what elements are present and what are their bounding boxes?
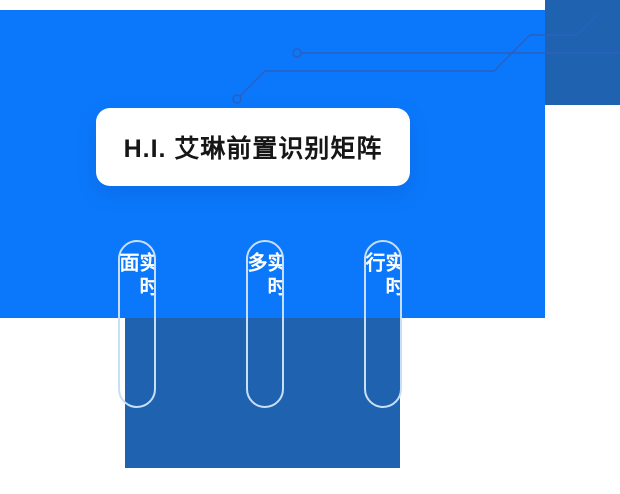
title-card: H.I. 艾琳前置识别矩阵 [96, 108, 410, 186]
feature-pill-clip: 实时面 [120, 242, 154, 320]
feature-pill-label: 实时面 [120, 252, 154, 300]
feature-pill: 实时多 [246, 240, 284, 408]
feature-pill: 实时行 [364, 240, 402, 408]
decor-rect-top-right [545, 0, 620, 105]
page-title: H.I. 艾琳前置识别矩阵 [123, 135, 383, 163]
feature-pill-clip: 实时行 [366, 242, 400, 320]
feature-pill-clip: 实时多 [248, 242, 282, 320]
feature-pill-label: 实时行 [366, 252, 400, 300]
feature-pill: 实时面 [118, 240, 156, 408]
feature-pill-label: 实时多 [248, 252, 282, 300]
